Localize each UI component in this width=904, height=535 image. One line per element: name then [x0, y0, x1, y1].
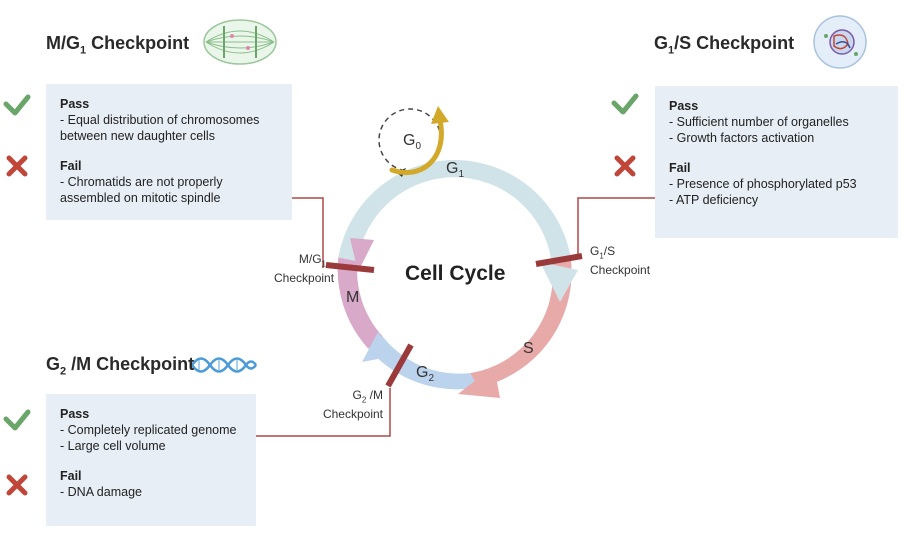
g2m-pass-section: Pass - Completely replicated genome - La… — [60, 406, 242, 454]
pass-item: - Completely replicated genome — [60, 423, 237, 437]
g1s-fail-cross-icon — [614, 155, 636, 177]
g2-phase-arc — [368, 336, 479, 390]
fail-heading: Fail — [669, 161, 691, 175]
mg1-connector-line — [292, 197, 324, 268]
g2m-checkpoint-bar — [385, 343, 414, 388]
pass-heading: Pass — [60, 407, 90, 421]
mg1-pass-check-icon — [3, 94, 31, 116]
fail-item: - ATP deficiency — [669, 193, 759, 207]
g0-return-arrowhead — [431, 106, 449, 124]
g2-arrowhead — [362, 332, 394, 362]
mg1-fail-cross-icon — [6, 155, 28, 177]
mg1-criteria-box: Pass - Equal distribution of chromosomes… — [46, 84, 292, 220]
g1s-fail-section: Fail - Presence of phosphorylated p53 - … — [669, 160, 884, 208]
mg1-checkpoint-bar — [325, 262, 375, 273]
m-arrowhead — [350, 238, 374, 272]
g0-return-arrow — [389, 117, 444, 176]
pass-item: - Large cell volume — [60, 439, 166, 453]
fail-item: - Chromatids are not properly — [60, 175, 223, 189]
g2m-checkpoint-label: G2 /M Checkpoint — [322, 388, 383, 422]
fail-heading: Fail — [60, 469, 82, 483]
spindle-cell-icon — [203, 19, 277, 65]
m-phase-label: M — [346, 289, 360, 306]
g1-phase-arc — [338, 160, 571, 262]
mg1-checkpoint-title: M/G1 Checkpoint — [46, 33, 190, 57]
pass-heading: Pass — [60, 97, 90, 111]
g2m-criteria-box: Pass - Completely replicated genome - La… — [46, 394, 256, 526]
s-arrowhead — [458, 366, 500, 398]
s-phase-label: S — [523, 340, 534, 357]
g1s-criteria-box: Pass - Sufficient number of organelles -… — [655, 86, 898, 238]
mg1-pass-section: Pass - Equal distribution of chromosomes… — [60, 96, 278, 144]
fail-heading: Fail — [60, 159, 82, 173]
fail-item: - Presence of phosphorylated p53 — [669, 177, 857, 191]
pass-item: - Sufficient number of organelles — [669, 115, 849, 129]
g1-arrowhead — [540, 262, 578, 302]
g1s-checkpoint-label: G1/S Checkpoint — [590, 244, 651, 278]
g0-phase-label: G0 — [403, 132, 422, 153]
g2m-fail-section: Fail - DNA damage — [60, 468, 242, 500]
g1s-connector-line — [577, 197, 655, 258]
pass-item: - Growth factors activation — [669, 131, 815, 145]
g1s-pass-section: Pass - Sufficient number of organelles -… — [669, 98, 884, 146]
dna-helix-icon — [190, 357, 258, 373]
pass-item: between new daughter cells — [60, 129, 215, 143]
g1s-pass-check-icon — [611, 93, 639, 115]
g2-phase-label: G2 — [416, 364, 435, 385]
nucleus-cell-icon — [813, 15, 867, 69]
mg1-checkpoint-label: M/G1 Checkpoint — [274, 252, 335, 286]
g2m-pass-check-icon — [3, 409, 31, 431]
g2m-checkpoint-title: G2 /M Checkpoint — [46, 354, 195, 378]
mg1-fail-section: Fail - Chromatids are not properly assem… — [60, 158, 278, 206]
g1-phase-label: G1 — [446, 160, 465, 181]
g1s-checkpoint-bar — [535, 253, 583, 267]
pass-heading: Pass — [669, 99, 699, 113]
fail-item: - DNA damage — [60, 485, 142, 499]
m-phase-arc — [337, 257, 383, 349]
fail-item: assembled on mitotic spindle — [60, 191, 221, 205]
g1s-checkpoint-title: G1/S Checkpoint — [654, 33, 795, 57]
g2m-fail-cross-icon — [6, 474, 28, 496]
cell-cycle-title: Cell Cycle — [405, 262, 506, 285]
g2m-connector-line — [256, 388, 391, 437]
pass-item: - Equal distribution of chromosomes — [60, 113, 260, 127]
